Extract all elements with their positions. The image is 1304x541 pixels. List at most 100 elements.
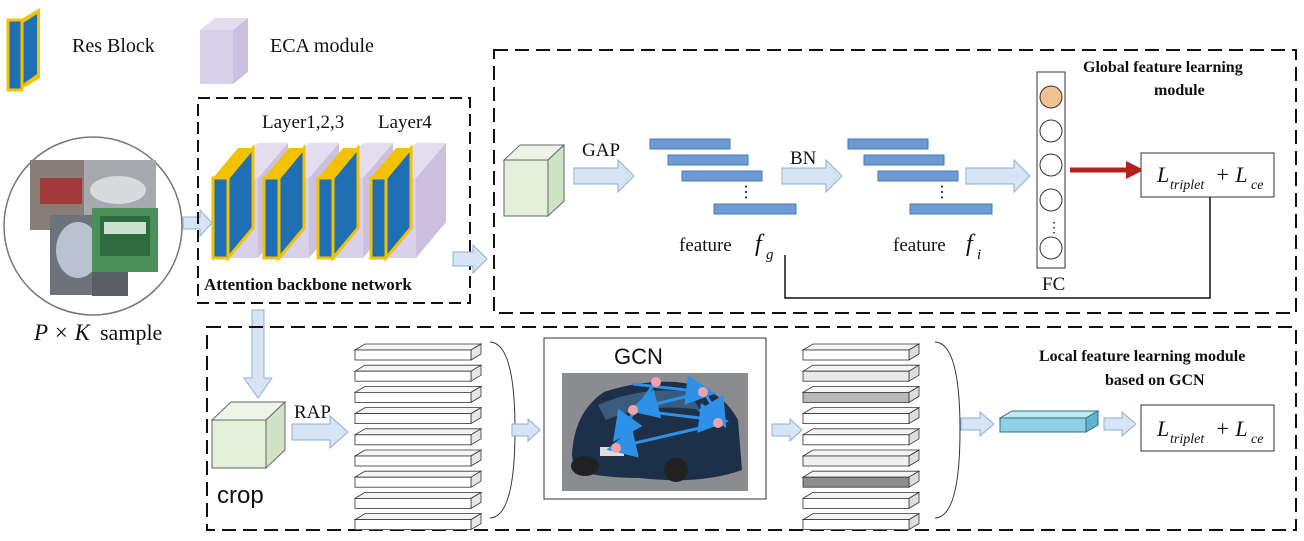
part-slab-6: [353, 449, 483, 467]
part-slab-9: [353, 512, 483, 531]
feature-fi-symbol: f: [966, 231, 976, 257]
backbone-layer4-label: Layer4: [378, 112, 432, 133]
legend: Res Block ECA module: [6, 8, 374, 92]
refined-slab-6: [801, 449, 921, 467]
local-loss-sub1: triplet: [1170, 432, 1205, 447]
local-module: Local feature learning module based on G…: [206, 326, 1297, 531]
arrow-backbone-to-crop: [243, 309, 273, 399]
gcn-node-2: [698, 387, 708, 397]
part-slab-4: [353, 406, 483, 425]
stack1-bracket: [489, 341, 516, 519]
crop-label: crop: [217, 482, 264, 509]
gcn-panel: GCN: [543, 337, 767, 500]
rap-label: RAP: [294, 402, 331, 423]
backbone-block-4: [369, 143, 446, 263]
local-loss-plus: + L: [1215, 416, 1248, 441]
part-slab-7: [353, 470, 483, 488]
backbone-box: Layer1,2,3 Layer4: [197, 97, 471, 304]
part-slab-3: [353, 385, 483, 404]
arrow-gap: [573, 158, 635, 194]
part-slab-5: [353, 428, 483, 446]
fi-bar-2: [863, 154, 945, 166]
global-input-cube: [502, 143, 566, 218]
local-module-border: [206, 326, 1297, 531]
feature-fi-word: feature: [893, 235, 946, 256]
part-slab-1: [353, 343, 483, 361]
feature-fg-word: feature: [679, 235, 732, 256]
global-module: Global feature learning module GAP ⋮ fea…: [493, 49, 1297, 314]
crop-cube: [210, 400, 287, 470]
legend-eca-module-label: ECA module: [270, 35, 374, 57]
fi-bar-1: [847, 138, 929, 150]
gap-label: GAP: [582, 140, 620, 161]
arrow-to-gcn: [511, 417, 541, 443]
arrow-to-fc: [965, 158, 1031, 194]
feature-fg-symbol: f: [755, 231, 765, 257]
refined-slab-1: [801, 343, 921, 361]
fg-bar-3: [681, 170, 763, 182]
fc-label: FC: [1042, 274, 1065, 295]
refined-slab-3: [801, 385, 921, 404]
sample-label-math: P × K: [33, 320, 92, 345]
global-module-title-line1: Global feature learning: [1083, 59, 1243, 76]
fi-ellipsis: ⋮: [934, 184, 950, 201]
feature-fi-sub: i: [977, 247, 981, 263]
red-arrow-to-loss: [1070, 161, 1144, 179]
gcn-car-image: [562, 373, 748, 491]
part-slab-2: [353, 364, 483, 382]
gcn-node-1: [651, 377, 661, 387]
fc-layer: ⋮: [1036, 71, 1066, 269]
fc-node-4: [1039, 188, 1063, 212]
gcn-node-4: [713, 418, 723, 428]
legend-res-block-label: Res Block: [72, 35, 155, 57]
global-loss-plus: + L: [1215, 162, 1248, 187]
gcn-node-5: [611, 443, 621, 453]
part-feature-stack: [353, 343, 483, 531]
eca-module-legend-icon: [200, 18, 248, 84]
fg-bar-2: [667, 154, 749, 166]
bn-label: BN: [790, 148, 817, 169]
local-module-title-line2: based on GCN: [1105, 372, 1205, 389]
fc-node-5: [1039, 236, 1063, 260]
backbone-layer123-label: Layer1,2,3: [262, 112, 344, 133]
res-block-legend-icon: [6, 8, 40, 92]
refined-slab-8: [801, 491, 921, 510]
arrow-to-local-feature: [960, 410, 995, 438]
backbone-title: Attention backbone network: [204, 275, 412, 294]
part-slab-8: [353, 491, 483, 510]
global-loss-L: L: [1156, 162, 1169, 187]
refined-slab-4: [801, 406, 921, 425]
skip-connection-line: [784, 197, 1211, 299]
fg-bar-1: [649, 138, 731, 150]
refined-slab-7: [801, 470, 921, 488]
fg-ellipsis: ⋮: [738, 184, 754, 201]
arrow-backbone-to-global: [452, 243, 488, 275]
fc-node-2: [1039, 119, 1063, 143]
fc-ellipsis: ⋮: [1047, 221, 1061, 236]
refined-feature-stack: [801, 343, 921, 531]
sample-label-text: sample: [100, 320, 162, 345]
global-module-title-line2: module: [1154, 82, 1205, 99]
feature-fg-bars: ⋮: [649, 138, 797, 215]
gcn-label: GCN: [614, 344, 663, 369]
arrow-to-local-loss: [1103, 410, 1137, 438]
arrow-rap: [291, 414, 349, 450]
fi-bar-3: [877, 170, 959, 182]
local-loss-sub2: ce: [1251, 432, 1263, 447]
fi-bar-4: [909, 203, 993, 215]
global-loss-box: L triplet + L ce: [1140, 152, 1275, 198]
global-loss-sub2: ce: [1251, 178, 1263, 193]
arrow-from-gcn: [771, 417, 803, 443]
local-module-title-line1: Local feature learning module: [1039, 348, 1245, 365]
feature-fg-sub: g: [766, 247, 774, 263]
feature-fi-bars: ⋮: [847, 138, 993, 215]
local-loss-L: L: [1156, 416, 1169, 441]
refined-slab-9: [801, 512, 921, 531]
input-sample: P × K sample: [3, 136, 183, 345]
fc-node-3: [1039, 153, 1063, 177]
local-feature-vector: [998, 410, 1100, 433]
gcn-node-3: [628, 405, 638, 415]
stack2-bracket: [934, 341, 961, 519]
